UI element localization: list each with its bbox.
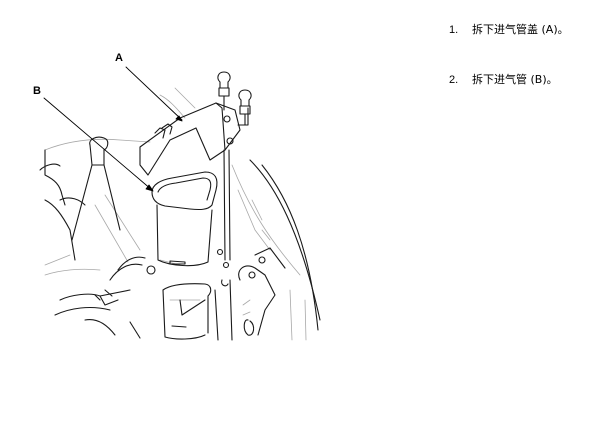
step-1: 1. 拆下进气管盖 (A)。 bbox=[449, 23, 569, 37]
step-number: 2. bbox=[449, 74, 459, 86]
leader-line-a bbox=[125, 66, 183, 121]
main-linework bbox=[39, 71, 321, 341]
background-linework bbox=[44, 87, 307, 341]
step-2: 2. 拆下进气管 (B)。 bbox=[449, 73, 558, 87]
callout-label-b: B bbox=[33, 85, 41, 97]
leader-line-b bbox=[43, 97, 153, 191]
step-text: 拆下进气管盖 (A)。 bbox=[472, 23, 569, 36]
callout-leaders bbox=[43, 66, 183, 192]
step-number: 1. bbox=[449, 24, 459, 36]
step-text: 拆下进气管 (B)。 bbox=[472, 73, 558, 86]
engine-bay-illustration: A B bbox=[0, 0, 340, 345]
callout-label-a: A bbox=[115, 52, 123, 64]
